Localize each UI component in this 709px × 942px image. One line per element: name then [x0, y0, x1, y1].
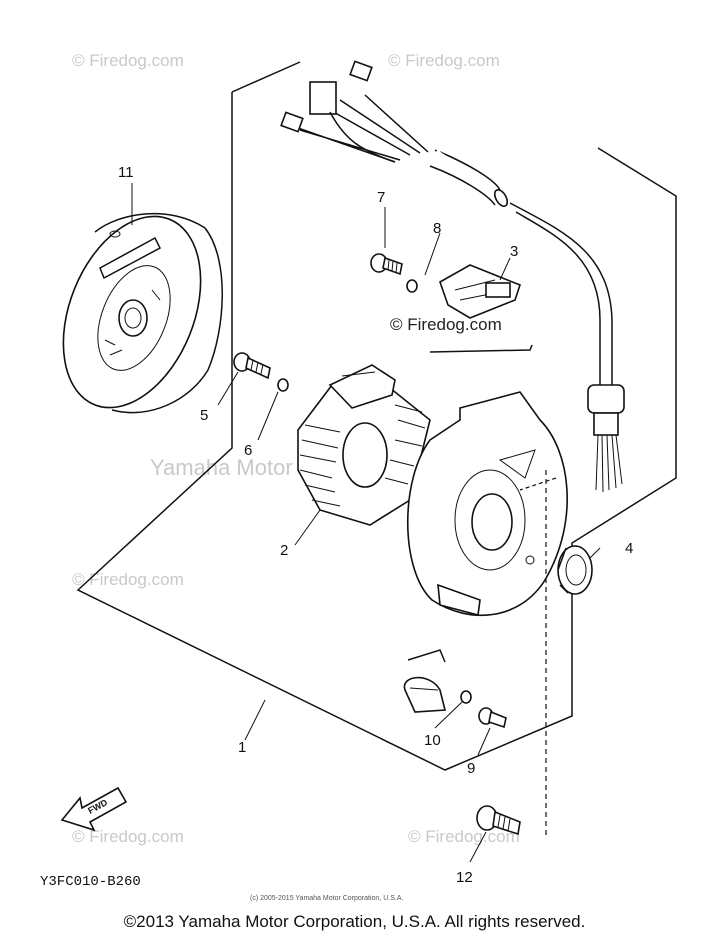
screw-part-7: [370, 253, 403, 276]
callout-4: 4: [625, 540, 633, 557]
screw-part-5: [233, 352, 271, 380]
watermark-firedog: © Firedog.com: [72, 51, 184, 70]
callout-9: 9: [467, 760, 475, 777]
callout-7: 7: [377, 189, 385, 206]
callout-11: 11: [118, 164, 134, 181]
copyright-footer: ©2013 Yamaha Motor Corporation, U.S.A. A…: [123, 912, 586, 931]
watermark-firedog: © Firedog.com: [72, 827, 184, 846]
stator-coil: [297, 364, 431, 526]
leader-lines: [131, 183, 601, 863]
oil-seal-part-4: [557, 545, 593, 595]
bolt-part-12: [476, 805, 521, 836]
clamp-part-10: [403, 676, 472, 713]
wire-plug-icon: [280, 111, 304, 133]
flywheel-rotor: [62, 212, 223, 414]
assembly-outline-top: [231, 61, 301, 93]
callout-8: 8: [433, 220, 441, 237]
stator-base-plate: [406, 391, 568, 617]
washer-part-6: [277, 378, 289, 392]
washer-part-8: [406, 279, 418, 293]
screw-part-9: [478, 707, 507, 729]
callout-12: 12: [456, 869, 473, 886]
watermark-firedog: © Firedog.com: [390, 315, 502, 334]
callout-2: 2: [280, 542, 288, 559]
callout-6: 6: [244, 442, 252, 459]
fwd-arrow-icon: FWD: [60, 786, 128, 832]
callout-5: 5: [200, 407, 208, 424]
pickup-coil: [439, 264, 521, 319]
watermark-firedog: © Firedog.com: [408, 827, 520, 846]
callout-1: 1: [238, 739, 246, 756]
watermark-firedog: © Firedog.com: [388, 51, 500, 70]
wire-plug-icon: [349, 60, 373, 82]
assembly-outline: [76, 92, 677, 771]
callout-3: 3: [510, 243, 518, 260]
wire-harness: [280, 60, 625, 493]
callout-10: 10: [424, 732, 441, 749]
wire-connector-block: [309, 81, 337, 115]
diagram-code: Y3FC010-B260: [40, 874, 141, 890]
small-copyright: (c) 2005-2015 Yamaha Motor Corporation, …: [250, 895, 403, 902]
wire-grommet: [587, 384, 625, 414]
watermark-firedog: © Firedog.com: [72, 570, 184, 589]
